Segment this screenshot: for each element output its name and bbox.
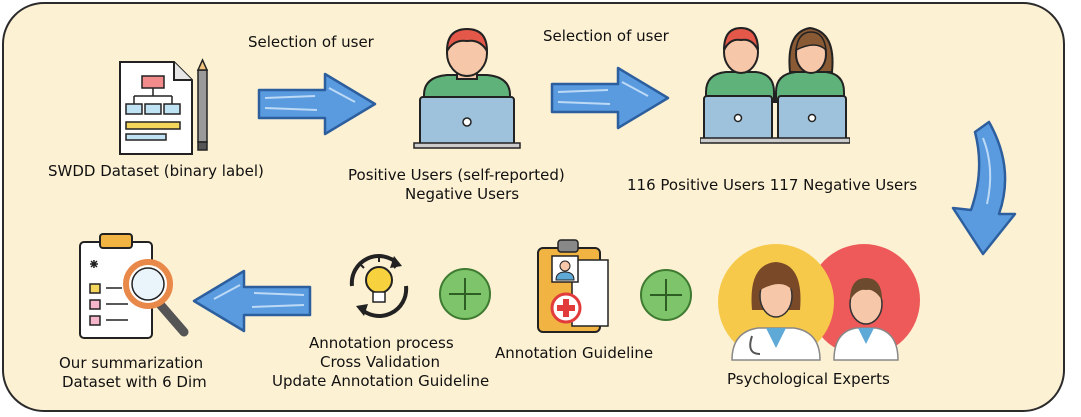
curved-arrow-down-icon	[951, 120, 1017, 256]
lightbulb-cycle-icon	[349, 254, 409, 318]
users-label-line1: Positive Users (self-reported)	[348, 166, 565, 184]
selection-label-1: Selection of user	[248, 33, 374, 51]
process-line3: Update Annotation Guideline	[272, 372, 490, 390]
output-line1: Our summarization	[59, 354, 204, 372]
guideline-label: Annotation Guideline	[495, 344, 654, 362]
document-flowchart-icon	[119, 58, 209, 155]
process-line1: Annotation process	[309, 334, 454, 352]
two-users-laptop-icon	[700, 26, 850, 144]
experts-label: Psychological Experts	[727, 370, 890, 388]
users-label-line2: Negative Users	[405, 185, 520, 203]
doctors-icon	[718, 244, 920, 361]
arrow-left-icon	[192, 269, 312, 333]
arrow-right-icon	[550, 66, 670, 130]
plus-icon	[439, 268, 491, 320]
medical-folder-icon	[537, 239, 609, 333]
single-user-laptop-icon	[413, 27, 521, 149]
output-line2: Dataset with 6 Dim	[62, 373, 207, 391]
arrow-right-icon	[257, 72, 377, 136]
dataset-label: SWDD Dataset (binary label)	[48, 162, 264, 180]
process-line2: Cross Validation	[320, 353, 440, 371]
clipboard-magnifier-icon	[79, 233, 189, 339]
plus-icon	[640, 269, 692, 321]
selection-label-2: Selection of user	[543, 27, 669, 45]
counts-label: 116 Positive Users 117 Negative Users	[627, 176, 918, 194]
